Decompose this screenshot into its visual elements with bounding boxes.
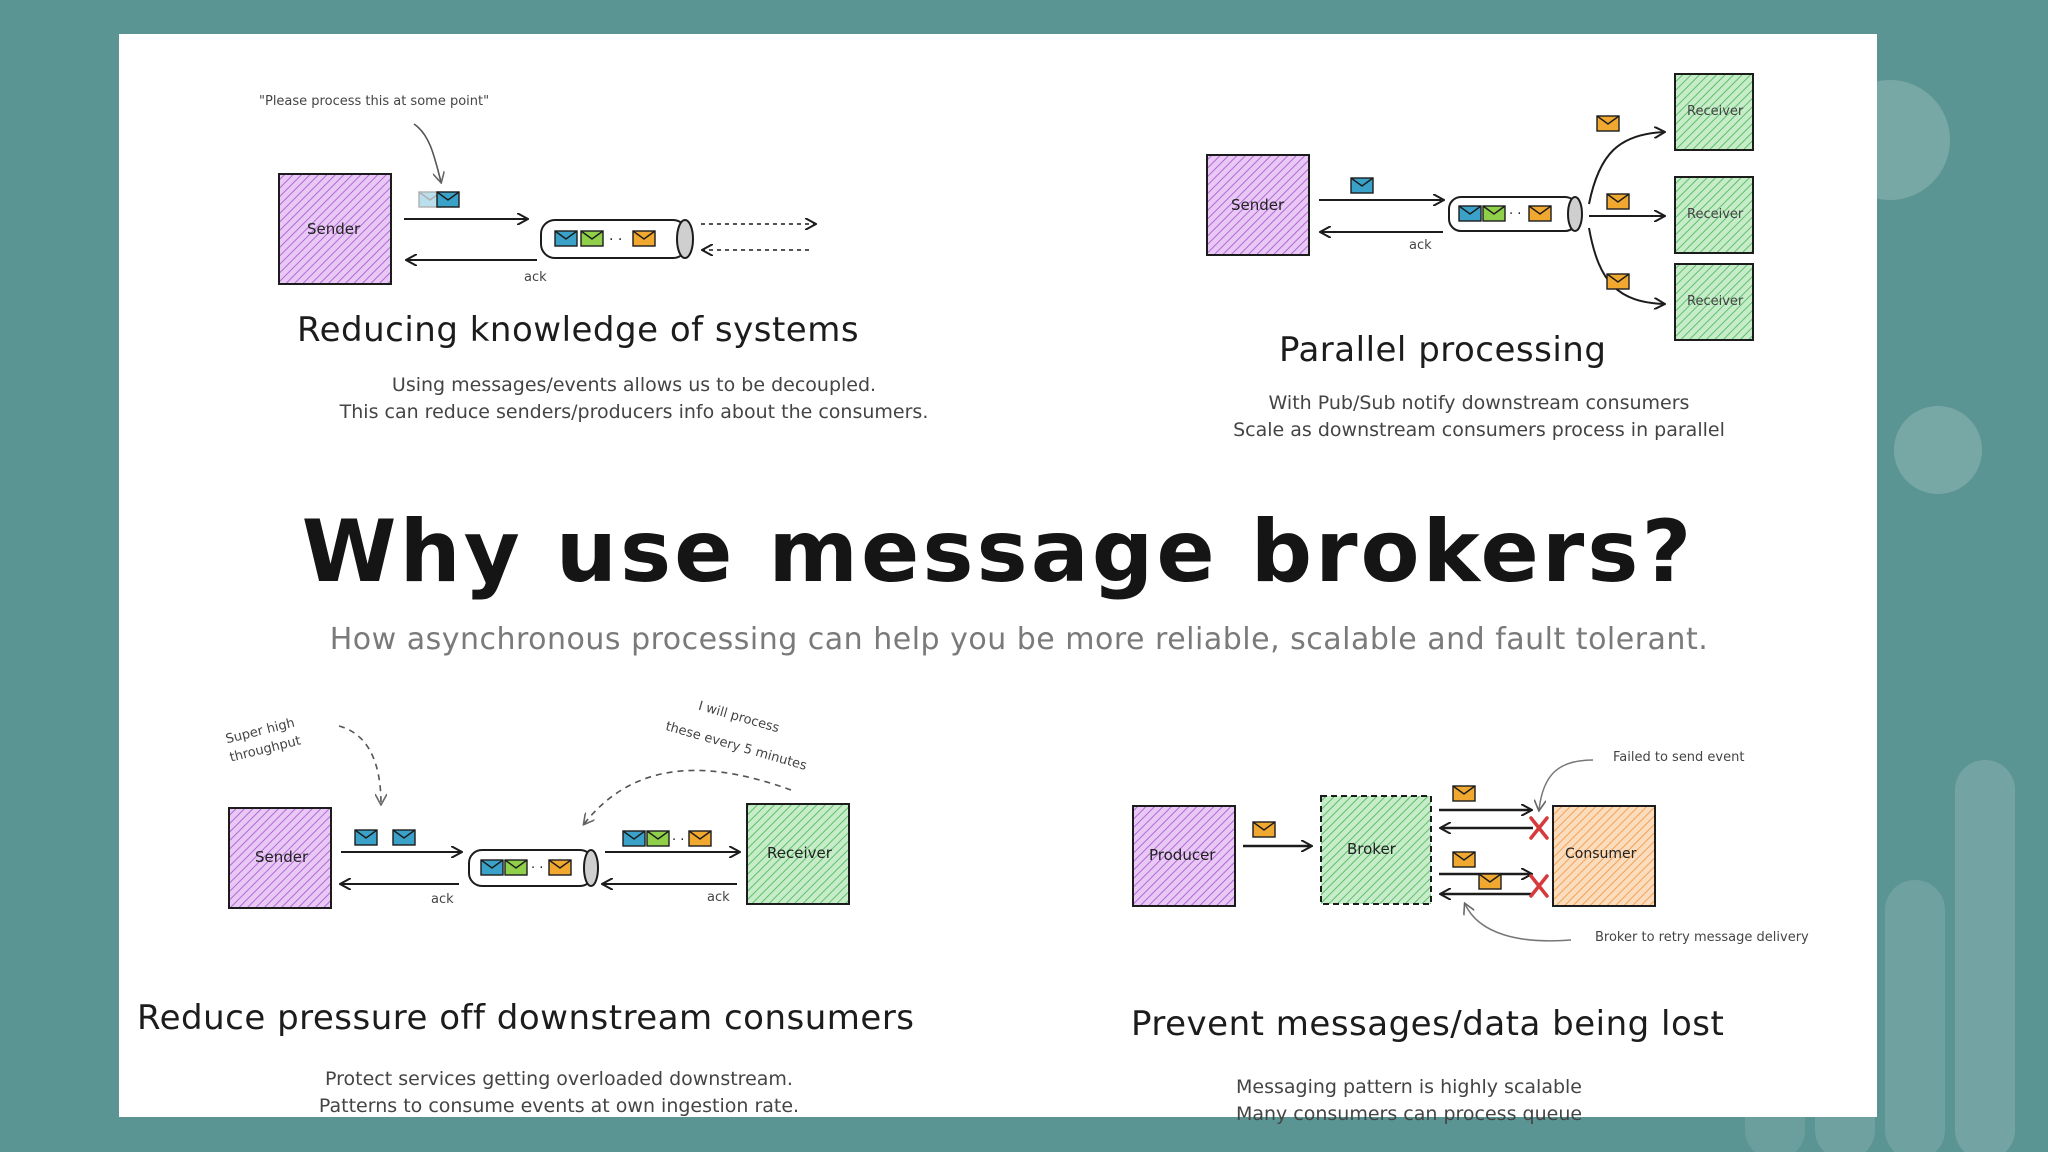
pressure-ack-right: ack [707,890,730,905]
lost-note-top: Failed to send event [1613,750,1745,765]
pressure-queue: · · [468,849,599,887]
lost-fail-x-2 [1529,874,1549,898]
lost-note-top-arrow [1539,759,1594,810]
deco-bar-2 [1885,880,1945,1152]
parallel-receiver-label-1: Receiver [1687,104,1744,119]
lost-note-bottom-arrow [1465,904,1572,942]
svg-text:· ·: · · [531,861,543,876]
parallel-receiver-box-3 [1674,263,1754,341]
page-subtitle: How asynchronous processing can help you… [329,622,1709,657]
parallel-receiver-label-2: Receiver [1687,207,1744,222]
pressure-line2: Patterns to consume events at own ingest… [318,1095,800,1117]
deco-bar-1 [1955,760,2015,1152]
parallel-sender-box [1206,154,1310,256]
lost-envelope-3 [1478,873,1502,890]
knowledge-queue: · · [540,219,694,259]
parallel-envelope [1350,177,1374,194]
lost-consumer-label: Consumer [1565,846,1637,862]
pressure-recv-envelopes: · · [622,830,712,848]
parallel-receiver-box-2 [1674,176,1754,254]
deco-circle-mid [1894,406,1982,494]
parallel-receiver-label-3: Receiver [1687,294,1744,309]
knowledge-sender-label: Sender [307,220,361,238]
pressure-note-right-arrow [584,769,792,824]
lost-producer-box [1132,805,1236,907]
pressure-envelope-1 [354,829,378,846]
lost-fail-x-1 [1529,816,1549,840]
svg-text:· ·: · · [1509,207,1521,222]
knowledge-line2: This can reduce senders/producers info a… [339,401,929,423]
lost-line1: Messaging pattern is highly scalable [1236,1076,1582,1098]
parallel-envelope-mid [1606,193,1630,210]
page-title: Why use message brokers? [301,502,1695,602]
knowledge-sender-box [278,173,392,285]
pressure-diagram: · · · · [228,725,850,909]
pressure-title: Reduce pressure off downstream consumers [137,998,915,1038]
knowledge-envelope [436,191,460,208]
knowledge-title: Reducing knowledge of systems [297,310,860,350]
knowledge-ack-label: ack [524,270,547,285]
diagram-canvas: · · · · [228,73,1754,942]
lost-envelope-producer [1252,821,1276,838]
lost-broker-label: Broker [1347,840,1396,858]
knowledge-diagram: · · [278,123,815,285]
lost-line2: Many consumers can process queue [1235,1103,1583,1125]
pressure-ack-left: ack [431,892,454,907]
parallel-queue: · · [1448,196,1583,232]
lost-envelope-1 [1452,785,1476,802]
parallel-diagram: · · [1206,73,1754,341]
knowledge-note-arrow [413,123,441,182]
lost-diagram [1132,759,1656,942]
parallel-branch-top [1588,132,1664,205]
pressure-envelope-2 [392,829,416,846]
lost-consumer-box [1552,805,1656,907]
lost-note-bottom: Broker to retry message delivery [1595,930,1809,945]
pressure-line1: Protect services getting overloaded down… [325,1068,793,1090]
pressure-receiver-box [746,803,850,905]
lost-producer-label: Producer [1149,846,1216,864]
knowledge-note: "Please process this at some point" [259,94,490,109]
parallel-line1: With Pub/Sub notify downstream consumers [1268,392,1690,414]
pressure-note-left-arrow [338,725,381,804]
parallel-branch-bottom [1588,227,1664,304]
svg-text:· ·: · · [672,833,684,848]
parallel-envelope-bottom [1606,273,1630,290]
parallel-envelope-top [1596,115,1620,132]
slide: · · · · [119,34,1877,1125]
parallel-receiver-box-1 [1674,73,1754,151]
lost-broker-box [1320,795,1432,905]
parallel-title: Parallel processing [1279,330,1607,370]
parallel-line2: Scale as downstream consumers process in… [1233,419,1725,441]
pressure-sender-box [228,807,332,909]
pressure-sender-label: Sender [255,848,309,866]
svg-text:· ·: · · [609,232,622,248]
pressure-receiver-label: Receiver [767,844,832,862]
parallel-sender-label: Sender [1231,196,1285,214]
knowledge-line1: Using messages/events allows us to be de… [391,374,877,396]
lost-envelope-2 [1452,851,1476,868]
lost-title: Prevent messages/data being lost [1131,1004,1725,1044]
parallel-ack-label: ack [1409,238,1432,253]
